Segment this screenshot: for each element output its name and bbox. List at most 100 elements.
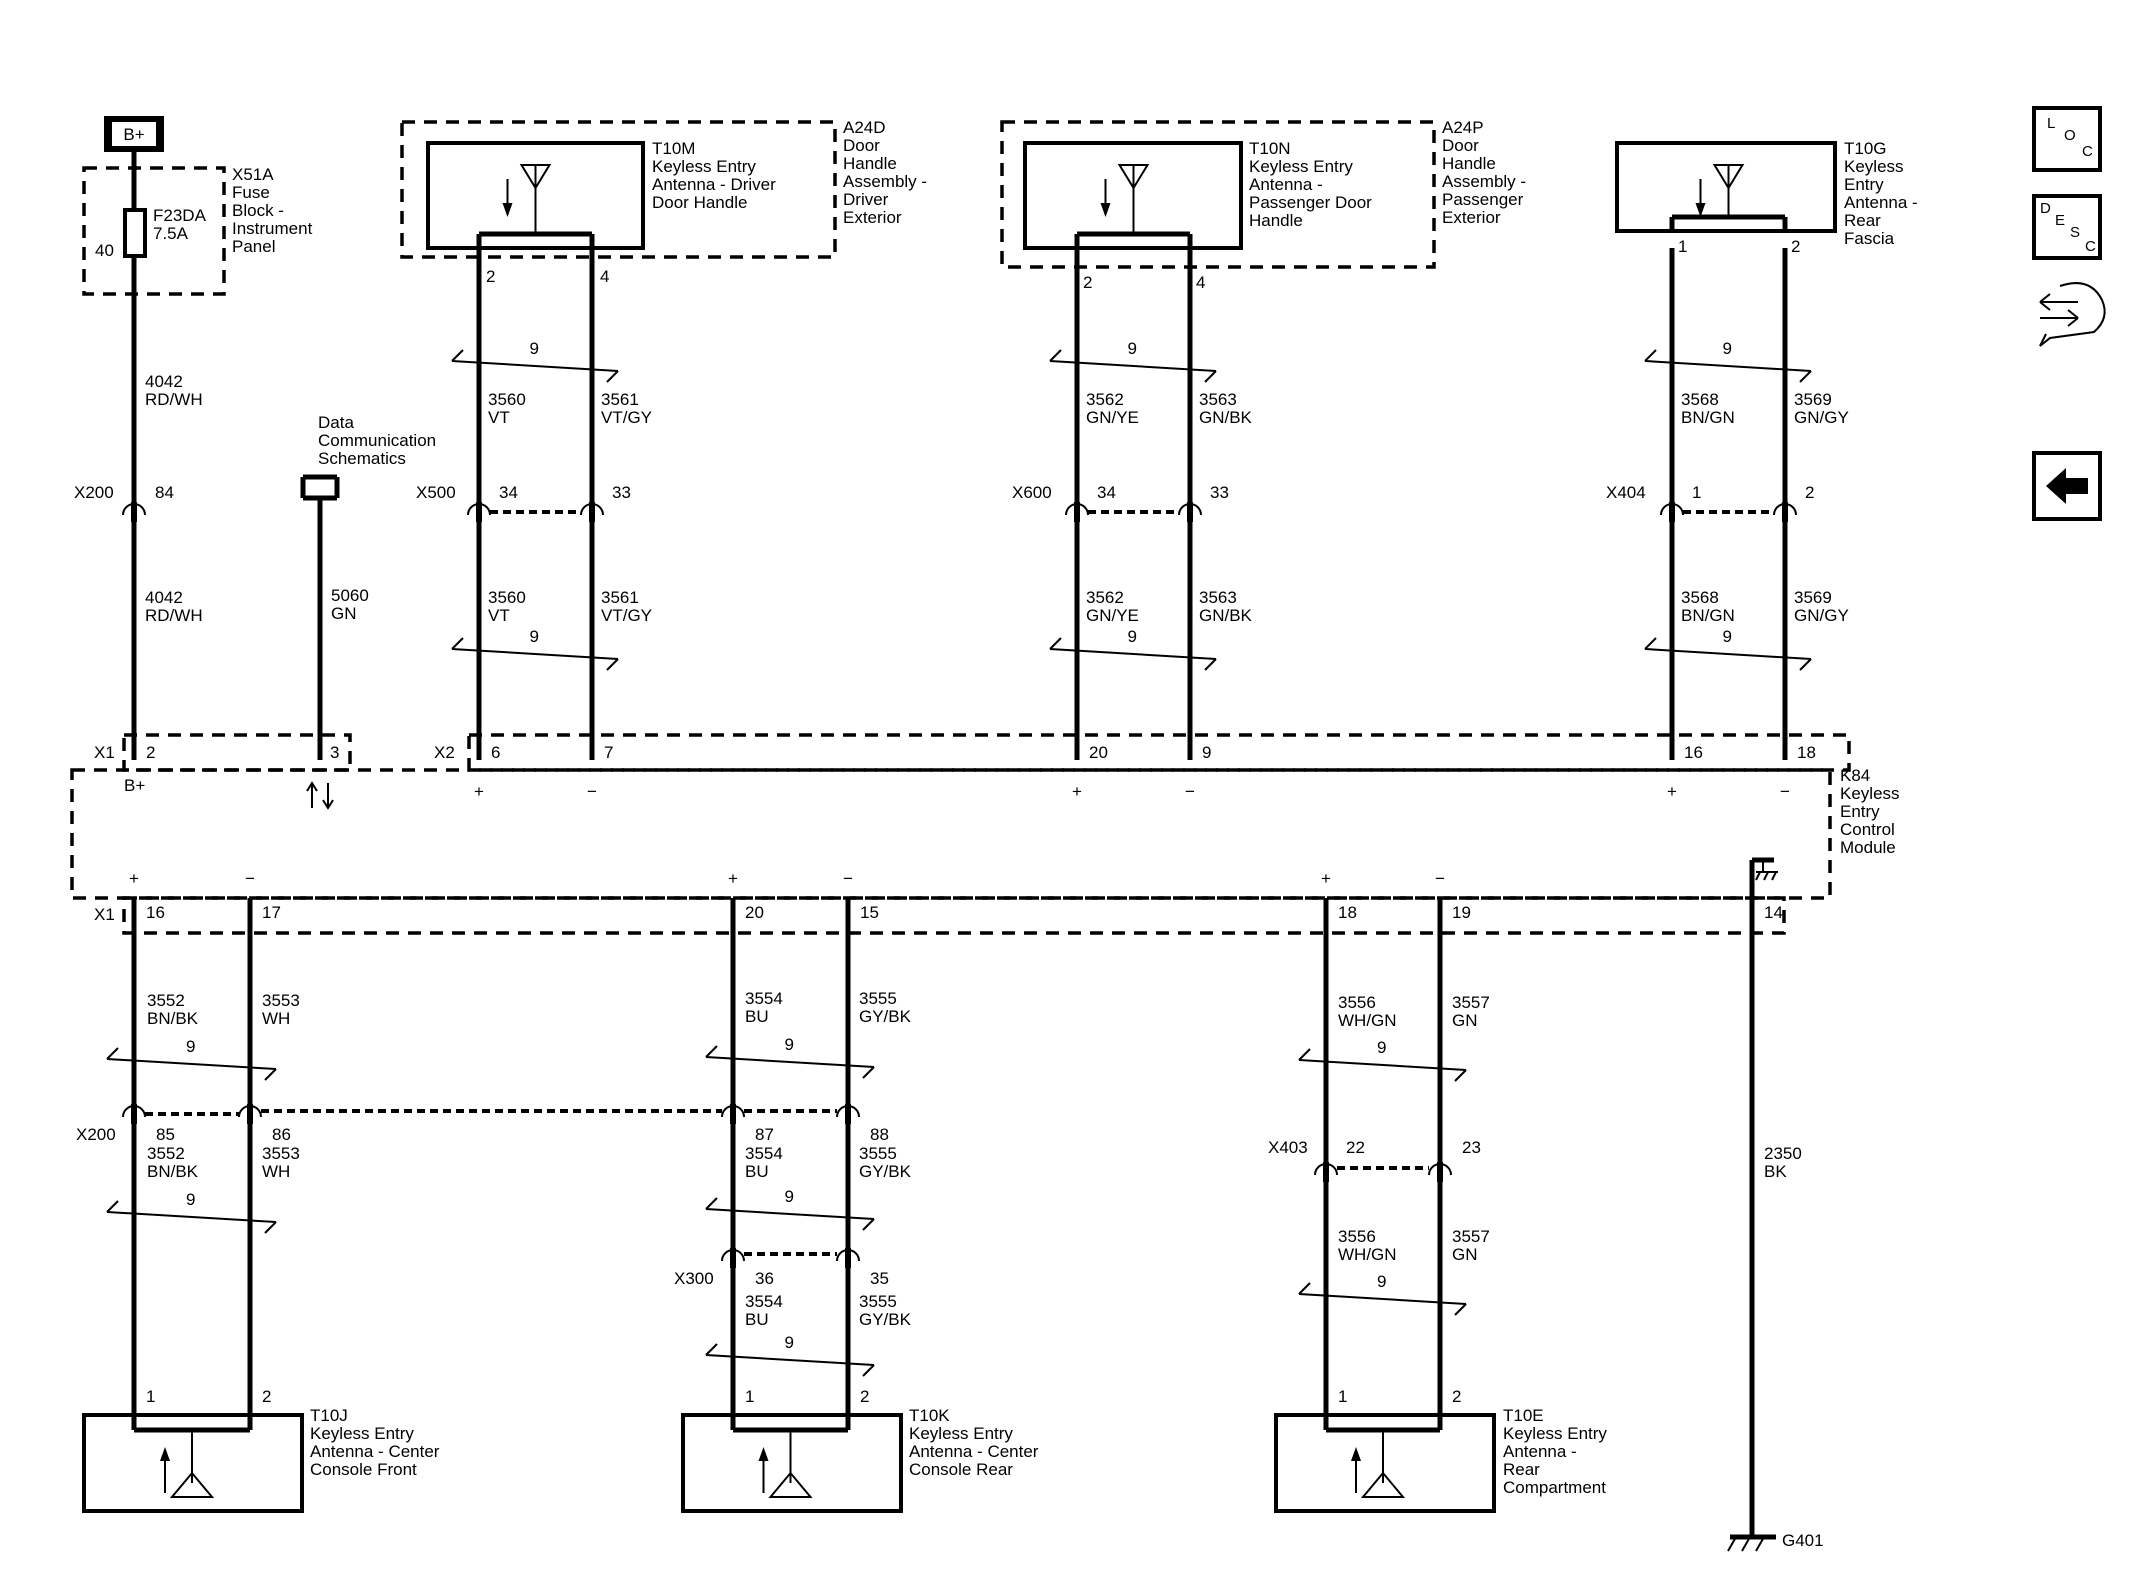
connector-x300-name: X300 <box>674 1269 714 1288</box>
wire-3554-mid-circuit: 3554 <box>745 1144 783 1163</box>
twist-count-label: 9 <box>1377 1038 1386 1057</box>
assembly-a24d-desc: Driver <box>843 190 889 209</box>
description-icon-letter: S <box>2070 224 2080 241</box>
wire-4042-upper-circuit: 4042 <box>145 372 183 391</box>
assembly-a24p-desc: Door <box>1442 136 1479 155</box>
antenna-t10n-desc: Keyless Entry <box>1249 157 1353 176</box>
antenna-pin: 2 <box>1791 237 1800 256</box>
twisted-pair <box>106 1058 277 1070</box>
wire-w3569-upper-circuit: 3569 <box>1794 390 1832 409</box>
antenna-t10n-desc: Passenger Door <box>1249 193 1372 212</box>
module-k84-name: K84 <box>1840 766 1870 785</box>
wire-3552-upper-color: BN/BK <box>147 1009 199 1028</box>
twisted-pair <box>705 1354 875 1366</box>
wire-3556-upper-color: WH/GN <box>1338 1011 1397 1030</box>
twisted-pair <box>1298 1059 1467 1071</box>
connector-pin <box>845 1248 851 1268</box>
antenna-t10g-desc: Keyless <box>1844 157 1904 176</box>
data-up-arrow-icon <box>306 781 318 808</box>
antenna-pin: 1 <box>1678 237 1687 256</box>
connector-x200-name: X200 <box>74 483 114 502</box>
wrench-icon[interactable] <box>2039 282 2106 347</box>
location-button[interactable]: LOC <box>2032 106 2102 172</box>
module-polarity-minus: − <box>1435 869 1445 888</box>
connector-repair-button[interactable] <box>2039 282 2106 347</box>
antenna-pin: 2 <box>486 267 495 286</box>
module-pin-label: 16 <box>1684 743 1703 762</box>
location-button-frame[interactable] <box>2032 106 2102 172</box>
twisted-pair-upper <box>1644 360 1812 372</box>
wires-layer <box>106 152 1812 1552</box>
connector-pin <box>589 502 595 522</box>
wire-w3568-lower-circuit: 3568 <box>1681 588 1719 607</box>
wire-3555-mid-color: GY/BK <box>859 1162 912 1181</box>
twist-tick <box>705 1197 718 1210</box>
connector-x404-name: X404 <box>1606 483 1646 502</box>
antenna-t10e-desc: Keyless Entry <box>1503 1424 1607 1443</box>
description-icon-letter: D <box>2040 200 2051 217</box>
data-down-arrow-icon <box>322 783 334 810</box>
fuse-name: F23DA <box>153 206 207 225</box>
module-ground-icon <box>1755 860 1778 881</box>
antenna-t10k-desc: Keyless Entry <box>909 1424 1013 1443</box>
back-button[interactable] <box>2032 451 2102 521</box>
antenna-t10j-arrow-head-icon <box>160 1447 170 1461</box>
module-pin-label: 3 <box>330 743 339 762</box>
wire-4042-lower-circuit: 4042 <box>145 588 183 607</box>
connector-pin <box>1074 502 1080 522</box>
fuse-block-desc: Block - <box>232 201 284 220</box>
antenna-t10k-arrow-head-icon <box>758 1447 769 1461</box>
antenna-t10k-desc: Console Rear <box>909 1460 1013 1479</box>
antenna-t10m-desc: Antenna - Driver <box>652 175 776 194</box>
twist-tick <box>705 1343 718 1356</box>
wire-4042-upper-color: RD/WH <box>145 390 203 409</box>
connector-pin <box>1437 1162 1443 1182</box>
connector-pin <box>730 1104 736 1124</box>
wire-w3562-upper-circuit: 3562 <box>1086 390 1124 409</box>
wire-w3568-lower-color: BN/GN <box>1681 606 1735 625</box>
antenna-t10e-desc: Compartment <box>1503 1478 1606 1497</box>
connector-x403-name: X403 <box>1268 1138 1308 1157</box>
twist-count-label: 9 <box>1128 339 1137 358</box>
twist-count-label: 9 <box>785 1187 794 1206</box>
connector-pin-label: 88 <box>870 1125 889 1144</box>
swap-arrows-icon[interactable] <box>2039 293 2079 327</box>
wire-3556-upper-circuit: 3556 <box>1338 993 1376 1012</box>
twist-tick <box>264 1221 277 1234</box>
module-polarity-plus: + <box>1321 869 1331 888</box>
wire-w3569-lower-circuit: 3569 <box>1794 588 1832 607</box>
wire-w3561-upper-circuit: 3561 <box>601 390 639 409</box>
twist-tick <box>1298 1048 1311 1061</box>
twisted-pair <box>705 1056 875 1068</box>
twist-count-label: 9 <box>785 1333 794 1352</box>
connector-x200-86 <box>238 1105 262 1118</box>
twist-count-label: 9 <box>1723 627 1732 646</box>
assembly-a24p-desc: Exterior <box>1442 208 1501 227</box>
wire-3553-upper-circuit: 3553 <box>262 991 300 1010</box>
connector-pin <box>131 502 137 522</box>
back-arrow-icon[interactable] <box>2046 468 2088 504</box>
wire-w3563-lower-color: GN/BK <box>1199 606 1253 625</box>
wire-3557-lower-color: GN <box>1452 1245 1478 1264</box>
module-pin-label: 9 <box>1202 743 1211 762</box>
fuse-block-desc: Instrument <box>232 219 313 238</box>
twist-tick <box>451 637 464 650</box>
assembly-a24d-desc: Door <box>843 136 880 155</box>
antenna-t10m-desc: Door Handle <box>652 193 747 212</box>
data-communication-label: Schematics <box>318 449 406 468</box>
twist-tick <box>1454 1069 1467 1082</box>
fuse-pin: 40 <box>95 241 114 260</box>
connector-pin-label: 2 <box>1805 483 1814 502</box>
wire-3556-lower-circuit: 3556 <box>1338 1227 1376 1246</box>
twist-tick <box>1644 637 1657 650</box>
ground-icon <box>1727 1536 1765 1552</box>
antenna-t10m-desc: Keyless Entry <box>652 157 756 176</box>
module-x2-connector <box>467 733 1851 772</box>
description-button-frame[interactable] <box>2032 194 2102 260</box>
module-connector-x1-label: X1 <box>94 905 115 924</box>
module-polarity-minus: − <box>1780 782 1790 801</box>
twist-tick <box>862 1364 875 1377</box>
antenna-t10g-name: T10G <box>1844 139 1887 158</box>
